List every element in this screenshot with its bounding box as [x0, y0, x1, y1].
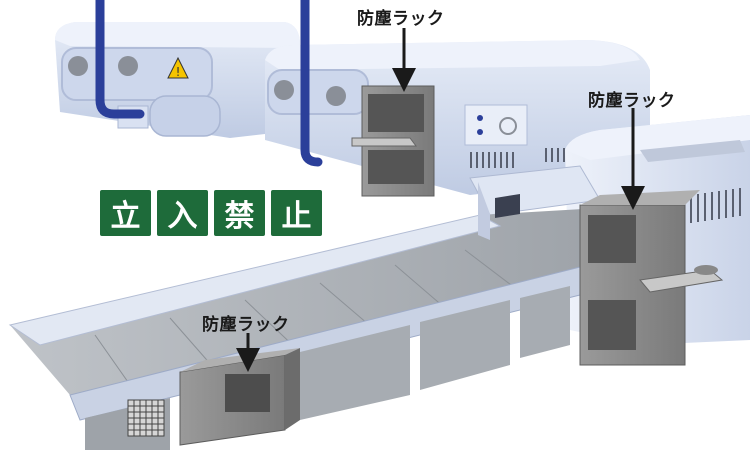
dust-rack-bottom	[179, 348, 300, 446]
gear-icon	[499, 117, 517, 135]
knob-icon	[326, 86, 346, 106]
pipes	[95, 0, 323, 167]
control-panel	[464, 104, 528, 146]
callout-arrows	[236, 28, 645, 372]
middle-machine	[265, 40, 650, 195]
warning-icon	[167, 56, 189, 79]
knob-icon	[68, 56, 88, 76]
knob-icon	[274, 80, 294, 100]
svg-text:!: !	[176, 65, 181, 79]
conveyor	[8, 165, 601, 450]
left-machine: !	[55, 22, 300, 138]
dust-rack-right	[579, 190, 724, 366]
knob-icon	[118, 56, 138, 76]
mesh-panel	[127, 399, 165, 437]
dust-rack-top	[351, 85, 435, 197]
